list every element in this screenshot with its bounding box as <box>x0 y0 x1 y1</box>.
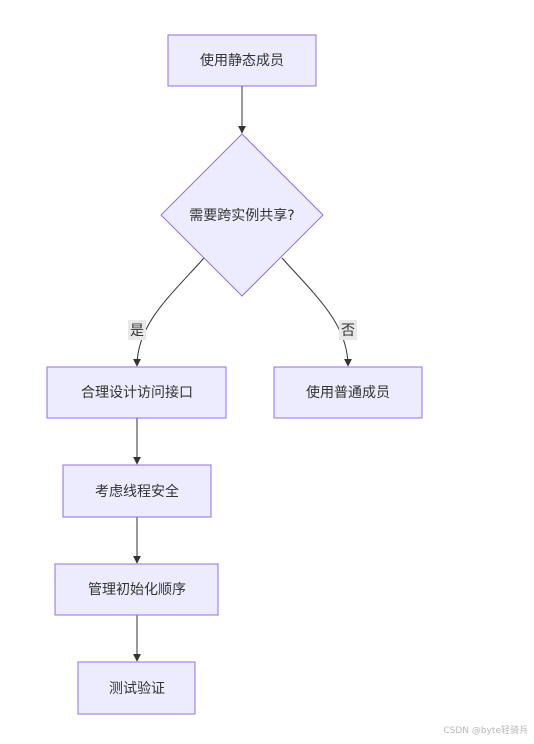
edge-label-no-bg <box>339 320 357 340</box>
node-static-members: 使用静态成员 <box>167 34 317 87</box>
node-access-interface-box <box>46 366 227 419</box>
node-share-decision-label: 需要跨实例共享? <box>189 207 294 224</box>
node-share-decision-diamond <box>160 133 324 297</box>
edge-label-no-group: 否 <box>339 320 357 340</box>
node-static-members-box <box>167 34 317 87</box>
node-init-order-label: 管理初始化顺序 <box>88 581 186 598</box>
node-test-verify: 测试验证 <box>77 661 196 715</box>
watermark-text: CSDN @byte轻骑兵 <box>443 726 528 736</box>
node-access-interface: 合理设计访问接口 <box>46 366 227 419</box>
node-access-interface-label: 合理设计访问接口 <box>81 384 193 401</box>
node-thread-safety-label: 考虑线程安全 <box>95 483 179 500</box>
node-init-order-box <box>54 563 219 616</box>
edge-decision-to-interface <box>133 257 205 367</box>
node-static-members-label: 使用静态成员 <box>200 52 284 69</box>
edge-decision-to-normal <box>281 257 352 367</box>
edges <box>133 86 352 662</box>
node-test-verify-label: 测试验证 <box>109 681 165 697</box>
edge-label-no: 否 <box>341 323 355 339</box>
edge-label-yes: 是 <box>130 323 144 339</box>
node-init-order: 管理初始化顺序 <box>54 563 219 616</box>
node-test-verify-box <box>77 661 196 715</box>
node-normal-members-box <box>273 366 423 419</box>
edge-label-yes-bg <box>128 320 146 340</box>
node-thread-safety-box <box>62 464 212 518</box>
node-share-decision: 需要跨实例共享? <box>160 133 324 297</box>
node-normal-members: 使用普通成员 <box>273 366 423 419</box>
edge-label-yes-group: 是 <box>128 320 146 340</box>
node-normal-members-label: 使用普通成员 <box>306 384 390 401</box>
node-thread-safety: 考虑线程安全 <box>62 464 212 518</box>
